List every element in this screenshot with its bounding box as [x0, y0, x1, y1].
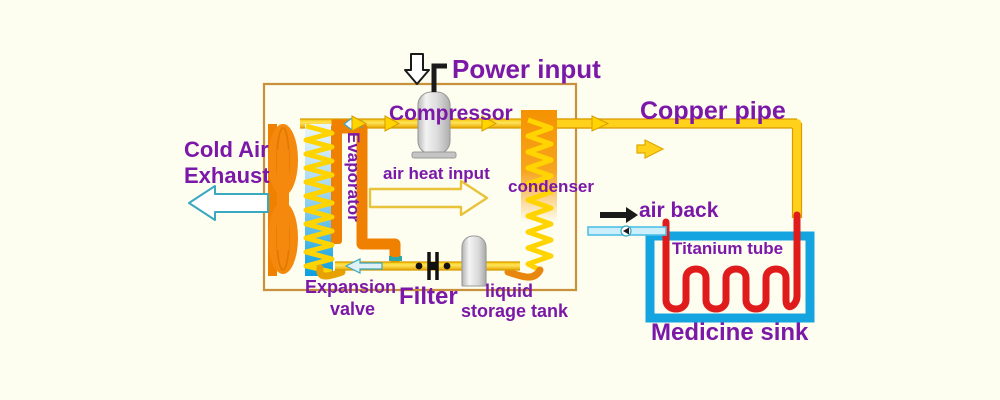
label-liquid: liquid: [485, 281, 533, 301]
filter-unit: [415, 252, 451, 280]
label-cold-air: Cold Air: [184, 137, 269, 162]
label-valve: valve: [330, 299, 376, 319]
evaporator-assembly: [268, 116, 401, 280]
refrigerant-flow-arrows: [351, 115, 498, 132]
label-condenser: condenser: [508, 177, 594, 196]
air-heat-input-arrow: [368, 179, 489, 217]
label-compressor: Compressor: [389, 102, 513, 125]
evaporator-fan: [268, 124, 298, 274]
air-back-line: [587, 207, 667, 237]
liquid-storage-tank: [461, 235, 487, 287]
label-air-heat-input: air heat input: [383, 164, 490, 183]
label-titanium-tube: Titanium tube: [672, 239, 784, 258]
expansion-valve: [389, 246, 402, 261]
label-exhaust: Exhaust: [184, 163, 270, 188]
label-evaporator: Evaporator: [343, 132, 363, 222]
condenser-unit: [504, 110, 557, 281]
compressor-unit: [404, 53, 457, 159]
label-medicine-sink: Medicine sink: [651, 319, 809, 346]
cold-air-exhaust-arrow: [188, 185, 269, 221]
label-power-input: Power input: [452, 54, 601, 84]
label-storage-tank: storage tank: [461, 301, 569, 321]
label-air-back: air back: [639, 199, 719, 222]
cabinet-frame: [262, 82, 578, 292]
label-filter: Filter: [399, 283, 458, 310]
copper-pipe-run: [557, 115, 803, 218]
medicine-sink: [645, 211, 815, 323]
label-expansion: Expansion: [305, 277, 397, 297]
label-copper-pipe: Copper pipe: [640, 97, 786, 125]
